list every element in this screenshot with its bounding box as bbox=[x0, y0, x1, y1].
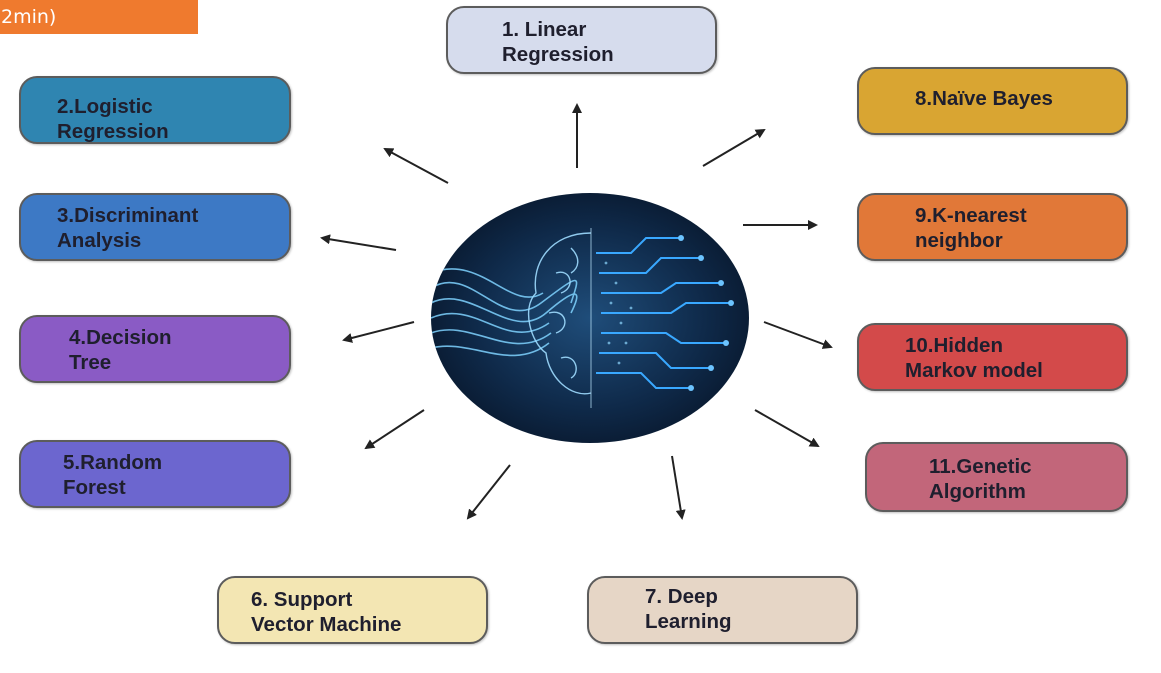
box-random-forest: 5.Random Forest bbox=[19, 440, 291, 508]
arrow-to-naive bbox=[702, 128, 766, 167]
arrow-to-svm bbox=[466, 464, 511, 520]
box-discriminant-line2: Analysis bbox=[57, 229, 142, 252]
arrow-to-genetic bbox=[754, 409, 820, 447]
box-svm-line2: Vector Machine bbox=[251, 613, 402, 636]
box-linear-line2: Regression bbox=[502, 43, 614, 66]
box-hidden-line1: 10.Hidden bbox=[905, 334, 1003, 357]
brain-circuit-icon bbox=[431, 193, 749, 443]
box-linear-regression: 1. Linear Regression bbox=[446, 6, 717, 74]
box-random-line2: Forest bbox=[63, 476, 126, 499]
box-linear-line1: 1. Linear bbox=[502, 18, 587, 41]
box-deep-line1: 7. Deep bbox=[645, 585, 718, 608]
box-k-nearest-neighbor: 9.K-nearest neighbor bbox=[857, 193, 1128, 261]
box-decision-line2: Tree bbox=[69, 351, 112, 374]
box-decision-line1: 4.Decision bbox=[69, 326, 172, 349]
box-knn-line1: 9.K-nearest bbox=[915, 204, 1027, 227]
box-random-line1: 5.Random bbox=[63, 451, 163, 474]
box-deep-learning: 7. Deep Learning bbox=[587, 576, 858, 644]
arrow-to-decision bbox=[342, 321, 415, 343]
box-genetic-line1: 11.Genetic bbox=[929, 455, 1032, 478]
box-naive-line1: 8.Naïve Bayes bbox=[915, 87, 1053, 110]
arrow-to-random bbox=[364, 409, 425, 450]
arrow-to-discriminant bbox=[320, 234, 397, 251]
box-logistic-regression: 2.Logistic Regression bbox=[19, 76, 291, 144]
box-logistic-line2: Regression bbox=[57, 120, 169, 143]
box-deep-line2: Learning bbox=[645, 610, 732, 633]
arrow-to-logistic bbox=[383, 148, 449, 184]
box-hidden-markov-model: 10.Hidden Markov model bbox=[857, 323, 1128, 391]
box-discriminant-line1: 3.Discriminant bbox=[57, 204, 199, 227]
box-svm-line1: 6. Support bbox=[251, 588, 353, 611]
box-genetic-line2: Algorithm bbox=[929, 480, 1026, 503]
box-naive-bayes: 8.Naïve Bayes bbox=[857, 67, 1128, 135]
box-knn-line2: neighbor bbox=[915, 229, 1003, 252]
arrow-to-hidden bbox=[763, 321, 833, 349]
box-logistic-line1: 2.Logistic bbox=[57, 95, 153, 118]
arrow-to-deep bbox=[671, 455, 686, 520]
box-hidden-line2: Markov model bbox=[905, 359, 1043, 382]
box-genetic-algorithm: 11.Genetic Algorithm bbox=[865, 442, 1128, 512]
box-decision-tree: 4.Decision Tree bbox=[19, 315, 291, 383]
box-discriminant-analysis: 3.Discriminant Analysis bbox=[19, 193, 291, 261]
header-tag: 2min) bbox=[0, 0, 198, 34]
box-support-vector-machine: 6. Support Vector Machine bbox=[217, 576, 488, 644]
